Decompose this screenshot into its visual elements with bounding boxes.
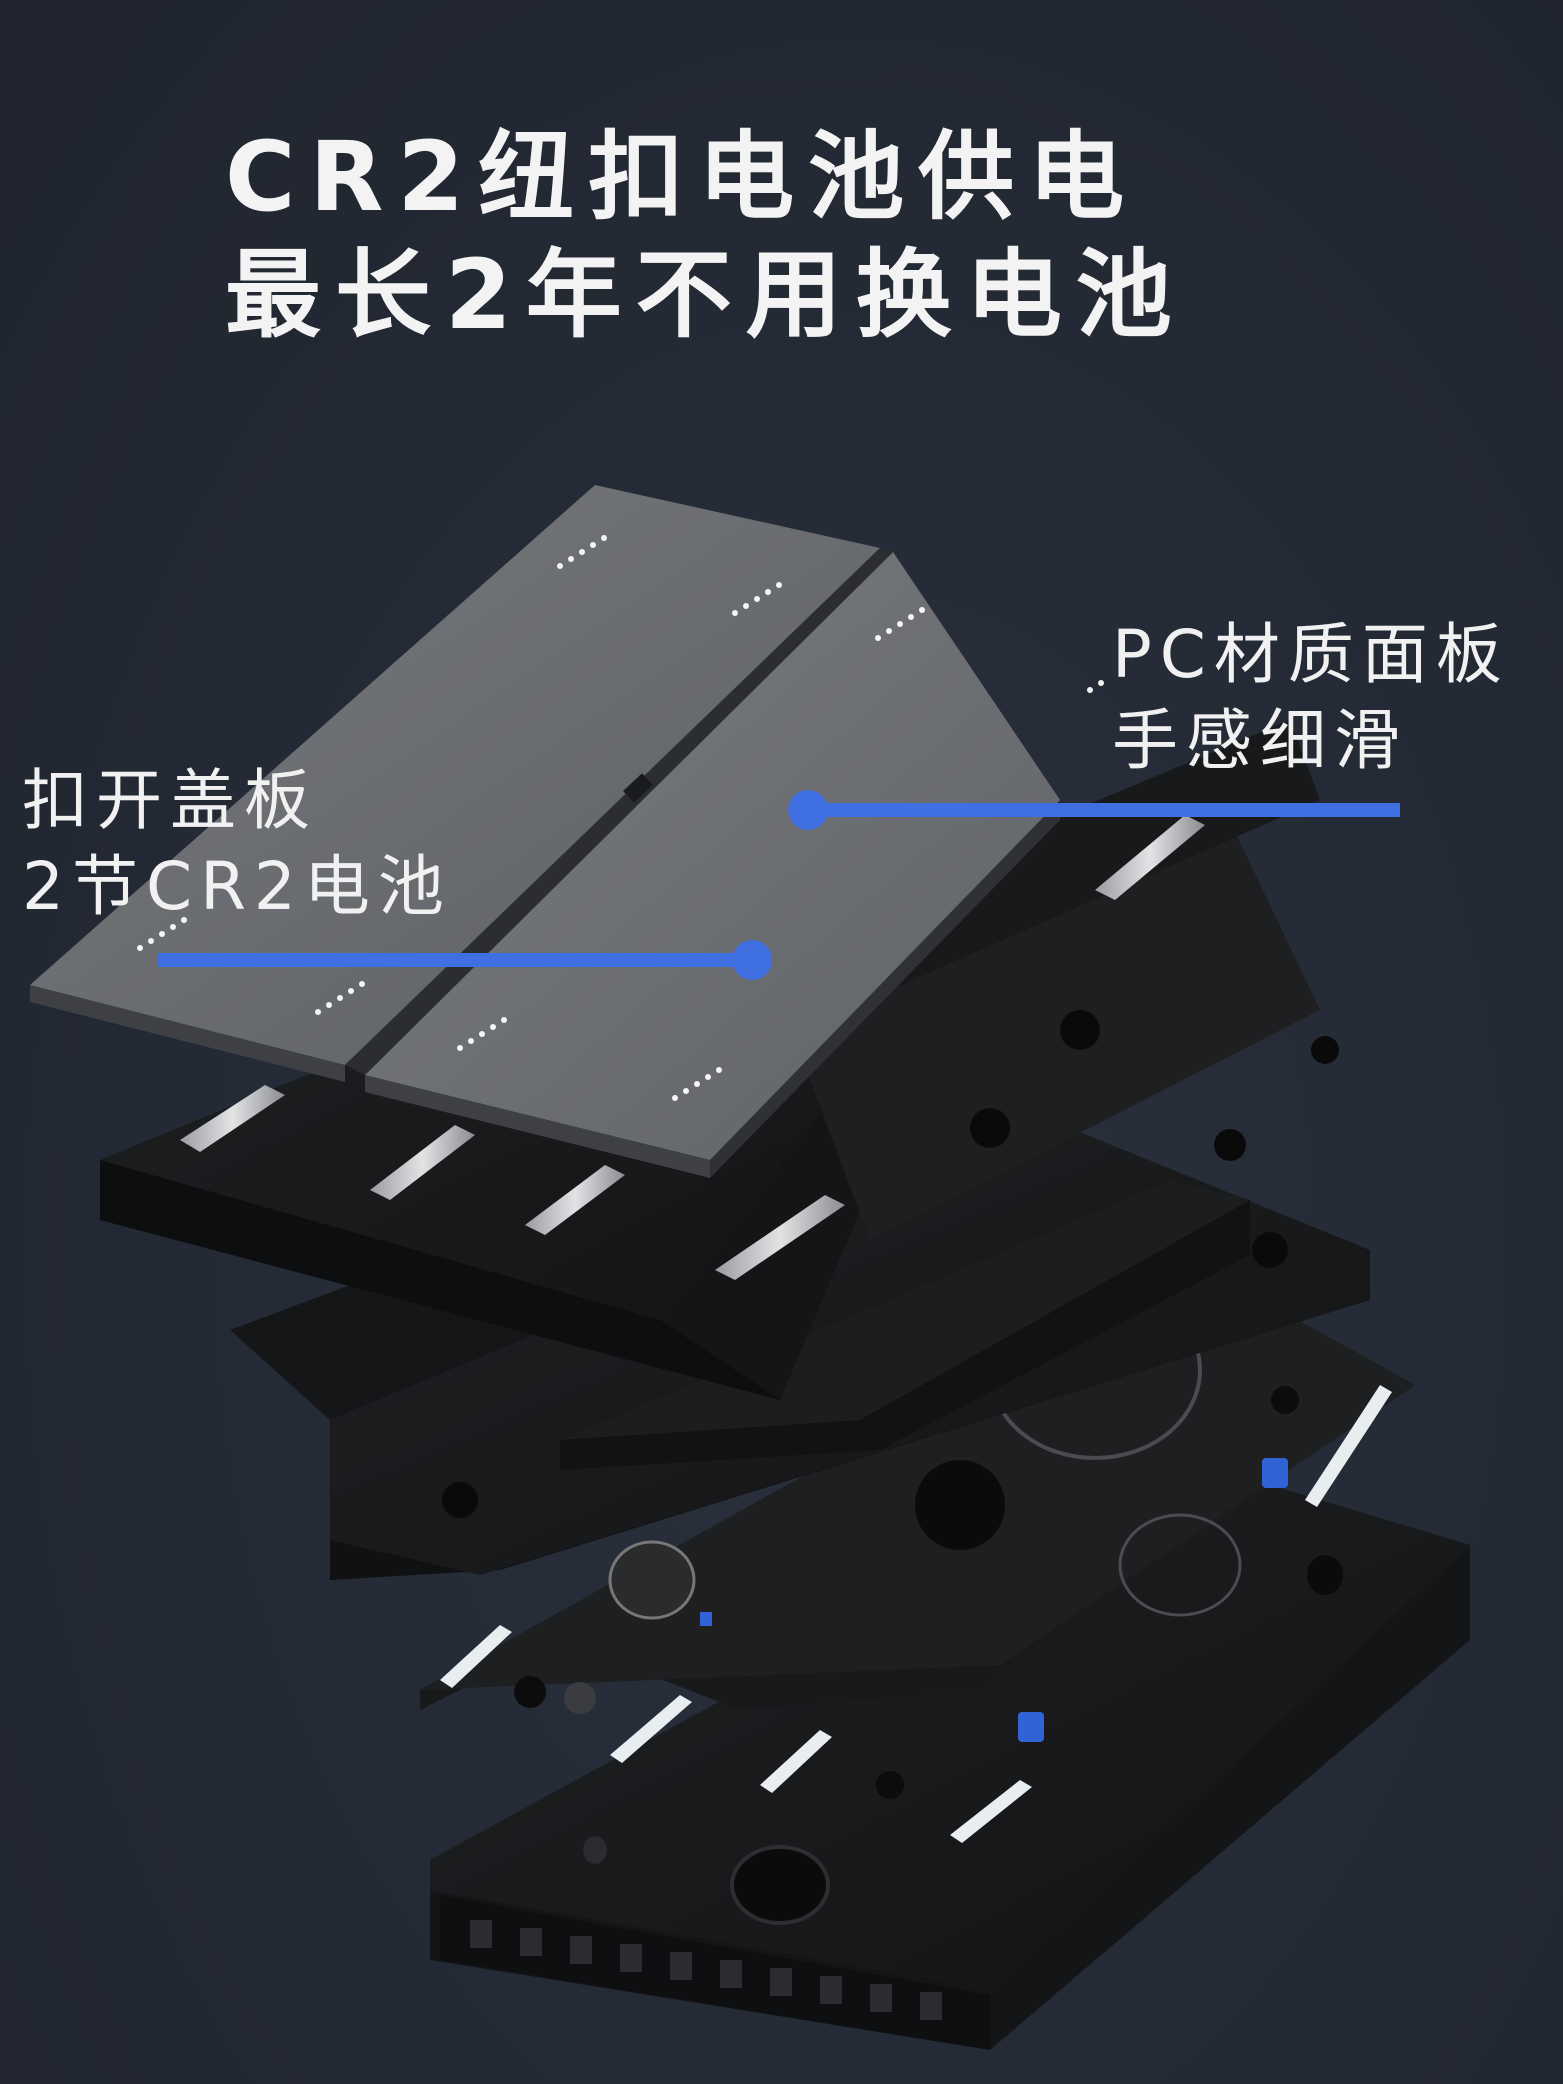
panel-callout-line-1: PC材质面板 <box>1112 616 1510 693</box>
back-box <box>430 1455 1470 2050</box>
battery-callout: 扣开盖板 2节CR2电池 <box>22 758 452 930</box>
battery-callout-line-1: 扣开盖板 <box>22 762 318 839</box>
headline: CR2纽扣电池供电 最长2年不用换电池 <box>225 118 1186 354</box>
circuit-board <box>420 1260 1415 1843</box>
battery-callout-line-2: 2节CR2电池 <box>22 848 452 925</box>
headline-line-1: CR2纽扣电池供电 <box>225 121 1139 233</box>
panel-callout: PC材质面板 手感细滑 <box>1112 612 1510 784</box>
callout-line-battery <box>158 940 772 980</box>
top-cover-panel <box>30 485 1104 1178</box>
headline-line-2: 最长2年不用换电池 <box>225 239 1186 351</box>
callout-line-panel <box>788 790 1400 830</box>
panel-callout-line-2: 手感细滑 <box>1112 702 1408 779</box>
